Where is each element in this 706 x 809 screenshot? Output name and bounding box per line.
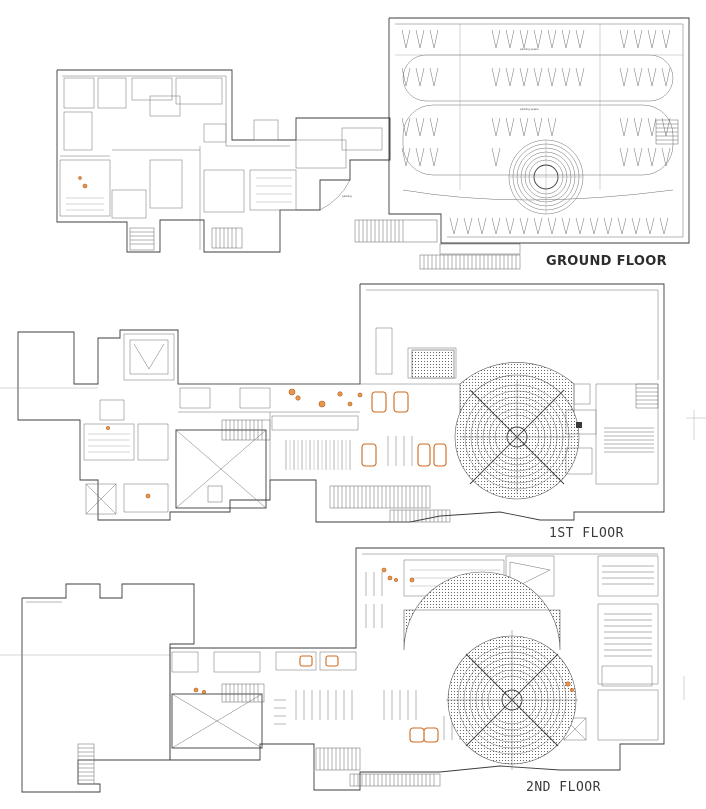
- second-floor-title: 2ND FLOOR: [526, 780, 601, 795]
- first-furniture: [106, 388, 447, 499]
- second-floor-plan: 2ND FLOOR: [0, 547, 685, 795]
- second-furniture: [193, 567, 574, 743]
- ground-left-block: [56, 69, 391, 253]
- parking-label-1: parking space: [520, 47, 539, 51]
- first-reading-desks: [285, 436, 413, 470]
- first-floor-title: 1ST FLOOR: [549, 526, 624, 541]
- ground-bottom-stairs: [354, 219, 521, 270]
- ground-floor-title: GROUND FLOOR: [546, 254, 667, 269]
- first-auditorium: [454, 362, 580, 500]
- ground-floor-plan: parking space parking space parking GROU…: [56, 17, 690, 270]
- parking-label-2: parking space: [520, 107, 539, 111]
- parking-label-3: parking: [342, 194, 352, 198]
- ground-ramp: [508, 139, 584, 215]
- parking-lanes: [395, 24, 683, 201]
- parking-bays: [401, 29, 671, 235]
- second-auditorium: [403, 571, 578, 770]
- first-floor-plan: 1ST FLOOR: [0, 283, 706, 541]
- second-reading-desks: [274, 572, 461, 740]
